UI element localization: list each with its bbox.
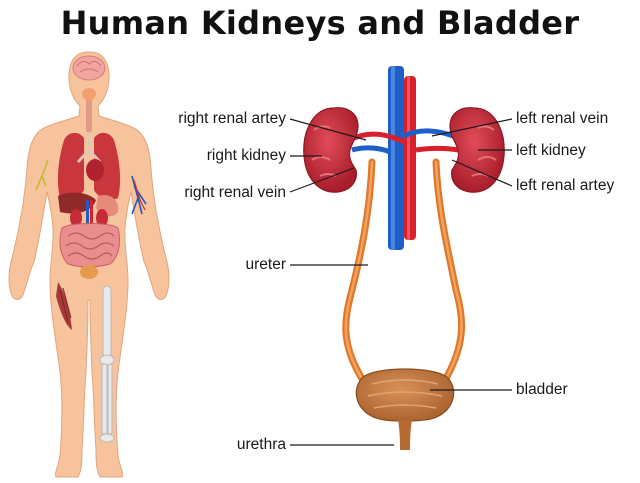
leader-left-renal-artery: [451, 159, 513, 187]
leg-skeleton: [99, 285, 115, 443]
label-urethra: urethra: [236, 436, 286, 453]
vena-cava: [388, 66, 404, 250]
leader-left-renal-vein: [431, 118, 513, 137]
leader-lines: [289, 118, 513, 446]
label-left-kidney: left kidney: [516, 142, 586, 159]
human-body-figure: [8, 51, 170, 478]
arm-vessels: [131, 175, 147, 215]
larynx: [82, 88, 96, 100]
urinary-system: [303, 66, 505, 450]
label-left-renal-artery: left renal artey: [516, 177, 615, 194]
heart: [86, 159, 104, 181]
right-renal-vein-vessel: [351, 145, 391, 155]
left-renal-artery-vessel: [415, 146, 459, 153]
diagram-title: Human Kidneys and Bladder: [60, 4, 580, 42]
mini-right-kidney: [70, 209, 82, 227]
label-ureter: ureter: [245, 256, 287, 273]
brain: [72, 55, 106, 81]
left-lung: [94, 132, 121, 200]
leader-right-renal-artery: [289, 118, 367, 141]
urethra-organ: [398, 420, 412, 450]
mini-left-kidney: [96, 209, 108, 227]
label-right-renal-vein: right renal vein: [184, 184, 286, 201]
arm-nerves: [35, 159, 49, 191]
label-left-renal-vein: left renal vein: [516, 110, 609, 127]
label-right-renal-artery: right renal artey: [178, 110, 286, 127]
intestines: [59, 223, 121, 268]
label-bladder: bladder: [516, 381, 568, 398]
label-right-kidney: right kidney: [206, 147, 286, 164]
mini-bladder: [80, 265, 98, 279]
leader-right-renal-vein: [289, 167, 355, 193]
right-lung: [57, 132, 84, 200]
right-kidney-organ: [303, 107, 359, 193]
